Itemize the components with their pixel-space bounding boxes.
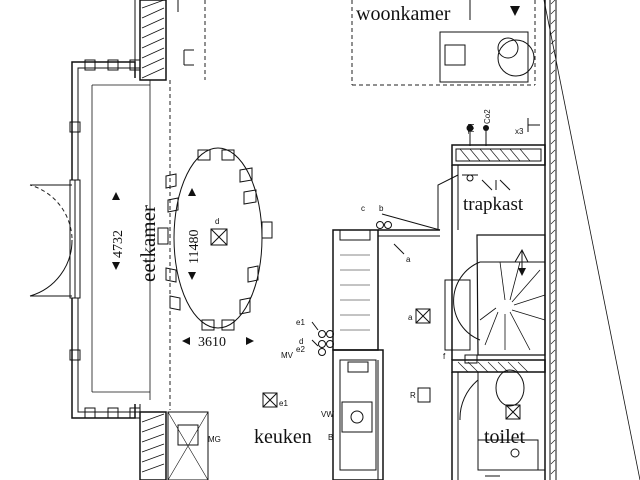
room-label-keuken: keuken <box>254 426 312 448</box>
label-d-outlet: d <box>299 337 303 346</box>
label-c: c <box>361 204 365 213</box>
label-d-table: d <box>215 217 219 226</box>
kitchen-counter <box>332 213 441 480</box>
label-x3: x3 <box>515 127 524 136</box>
woonkamer-area <box>351 0 536 86</box>
sensors <box>466 118 540 146</box>
room-label-woonkamer: woonkamer <box>356 3 451 25</box>
room-label-eetkamer: eetkamer <box>136 205 160 282</box>
kitchen-outlets <box>311 321 334 356</box>
label-th: TH <box>467 123 476 134</box>
dimension-table-length: 3610 <box>198 335 226 350</box>
label-b-kitchen: B <box>328 433 333 442</box>
label-a-switch: a <box>406 255 411 264</box>
label-mg: MG <box>208 435 221 444</box>
label-f: f <box>443 352 446 361</box>
label-a-light: a <box>408 313 413 322</box>
room-label-trapkast: trapkast <box>463 194 524 215</box>
label-e1-outlet: e1 <box>296 318 305 327</box>
entrance-door <box>29 179 81 299</box>
exterior-wall-top-left <box>134 0 206 81</box>
room-label-toilet: toilet <box>484 426 526 448</box>
exterior-wall-bottom-left <box>139 411 209 480</box>
staircase <box>444 234 546 364</box>
label-e1-kitchen: e1 <box>279 399 288 408</box>
dining-table <box>157 147 273 331</box>
label-mv: MV <box>281 351 294 360</box>
label-b: b <box>379 204 384 213</box>
bay-window <box>69 59 171 419</box>
label-vw: VW <box>321 410 334 419</box>
trapkast-room <box>437 144 546 360</box>
exterior-wall-right <box>543 0 640 480</box>
light-fixtures <box>210 228 521 420</box>
label-e2: e2 <box>296 345 305 354</box>
label-r: R <box>410 391 416 400</box>
toilet-room <box>451 359 546 480</box>
dimension-eetkamer-length: 11480 <box>187 230 202 264</box>
dimension-eetkamer-width: 4732 <box>111 230 126 258</box>
dimension-arrows <box>112 188 254 345</box>
label-co2: Co2 <box>483 109 492 124</box>
